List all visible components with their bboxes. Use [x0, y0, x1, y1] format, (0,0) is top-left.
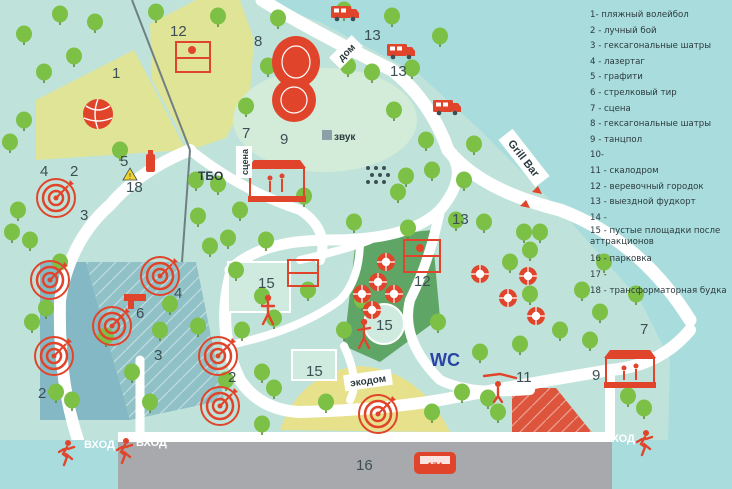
parking-road — [118, 432, 612, 442]
tbo-label: ТБО — [198, 169, 223, 183]
transformer-warning-icon: ! — [122, 167, 138, 181]
zone-number: 7 — [640, 321, 648, 338]
bus-plate: 174 — [427, 461, 442, 471]
legend-item: 14 - — [590, 212, 607, 223]
legend-item: 11 - скалодром — [590, 165, 659, 176]
roads — [53, 0, 697, 446]
zone-number: 2 — [70, 163, 78, 180]
zone-number: 2 — [38, 385, 46, 402]
ropes-park-icon — [175, 41, 211, 73]
zone-number: 9 — [592, 367, 600, 384]
zone-number: 1 — [112, 65, 120, 82]
wc-label: WC — [430, 350, 460, 370]
ekodom-label: экодом — [350, 374, 387, 390]
zone-number: 12 — [414, 273, 431, 290]
sound-booth-icon — [322, 130, 332, 140]
zone-dance-floor — [233, 68, 417, 172]
legend-item: 15 - пустые площадки после аттракционов — [590, 226, 721, 248]
zone-number: 6 — [136, 305, 144, 322]
zone-number: 7 — [242, 125, 250, 142]
zone-number: 15 — [258, 275, 275, 292]
sound-label: звук — [334, 132, 356, 143]
legend-item: 17 - — [590, 269, 607, 280]
ropes-park-small-icon — [287, 259, 319, 287]
entrance-label-1: ВХОД — [84, 439, 115, 451]
empty-plot-15b — [291, 349, 337, 381]
zone-number: 3 — [154, 347, 162, 364]
parking-bus-icon — [414, 452, 456, 474]
zone-number: 5 — [120, 153, 128, 170]
svg-text:!: ! — [128, 172, 131, 181]
ropes-park-center-icon — [403, 239, 441, 273]
zone-number: 12 — [170, 23, 187, 40]
entrance-label-3: ВХОД — [604, 433, 635, 445]
zone-number: 13 — [364, 27, 381, 44]
dance-floor-icon — [366, 166, 390, 184]
parking-area — [118, 440, 612, 489]
stage-icon — [248, 160, 306, 202]
birds-icon — [520, 186, 542, 208]
legend-item: 13 - выездной фудкорт — [590, 197, 696, 208]
legend-item: 1- пляжный волейбол — [590, 10, 689, 20]
legend-item: 16 - парковка — [590, 254, 652, 265]
archer-icon — [356, 318, 372, 350]
zone-number: 13 — [390, 63, 407, 80]
legend-item: 10- — [590, 150, 605, 161]
graffiti-icon — [146, 150, 155, 172]
zone-number: 4 — [174, 285, 182, 302]
zone-volleyball — [36, 50, 186, 160]
legend-item: 6 - стрелковый тир — [590, 87, 677, 98]
zone-number: 16 — [356, 457, 373, 474]
zone-number: 9 — [280, 131, 288, 148]
zone-number: 2 — [228, 369, 236, 386]
map-legend: 1- пляжный волейбол 2 - лучный бой 3 - г… — [590, 8, 730, 299]
zone-number: 13 — [452, 211, 469, 228]
climbing-icon — [482, 372, 518, 404]
zone-number: 18 — [126, 179, 143, 196]
legend-item: 5 - графити — [590, 72, 643, 83]
zone-number: 11 — [516, 369, 532, 386]
legend-item: 4 - лазертаг — [590, 56, 645, 67]
legend-item: 9 - танцпол — [590, 134, 643, 145]
legend-item: 2 - лучный бой — [590, 25, 657, 36]
legend-item: 8 - гексагональные шатры — [590, 119, 712, 130]
scena-label: сцена — [240, 148, 250, 175]
dance-stage-icon — [604, 350, 656, 388]
shooting-range-icon — [124, 294, 146, 309]
zone-number: 3 — [80, 207, 88, 224]
zone-number: 15 — [306, 363, 323, 380]
laser-tag-player-icon — [260, 294, 276, 326]
legend-item: 3 - гексагональные шатры — [590, 41, 712, 52]
zone-numbers: 1 2 2 2 3 3 4 4 5 6 7 7 8 9 9 11 12 12 1… — [38, 23, 648, 474]
volleyball-icon — [83, 98, 113, 130]
entrance-label-2: ВХОД — [136, 437, 167, 449]
hex-tents-8 — [272, 36, 320, 122]
zone-number: 15 — [376, 317, 393, 334]
zone-number: 4 — [40, 163, 48, 180]
legend-item: 12 - веревочный городок — [590, 181, 704, 192]
legend-item: 7 - сцена — [590, 103, 631, 114]
legend-item: 18 - трансформаторная будка — [590, 285, 727, 296]
zone-number: 8 — [254, 33, 262, 50]
